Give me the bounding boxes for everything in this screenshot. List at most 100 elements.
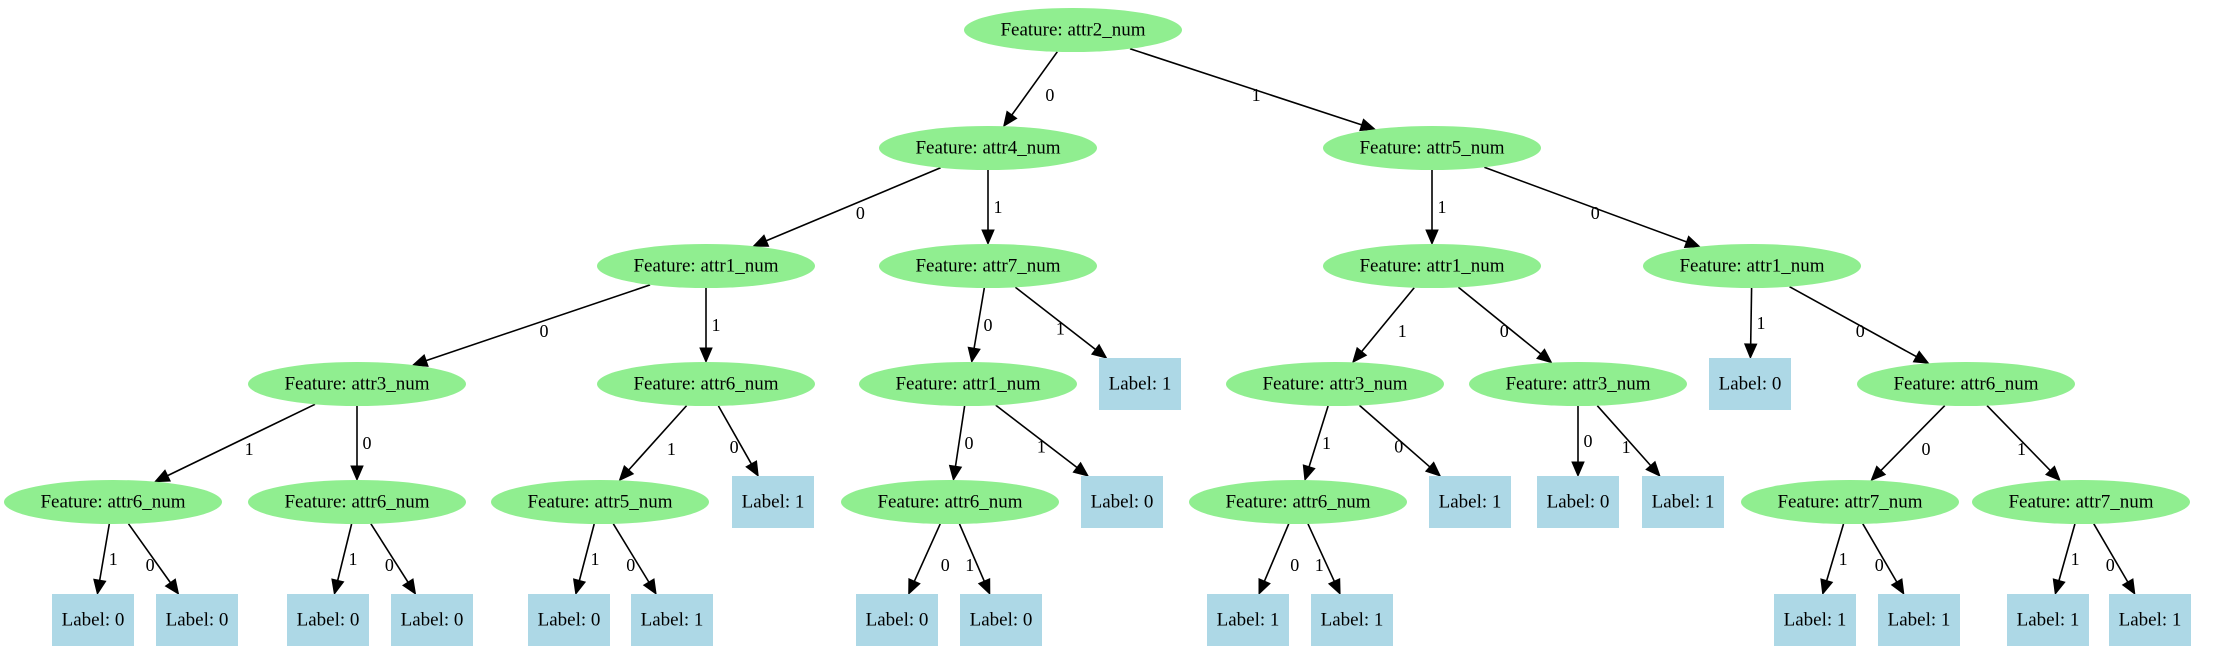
feature-node-label: Feature: attr6_num (877, 492, 1022, 513)
edge-line (2058, 523, 2076, 581)
feature-node-shape (859, 362, 1077, 406)
edge-line (127, 523, 172, 584)
feature-node-shape (491, 480, 709, 524)
leaf-node-label: Label: 0 (1091, 492, 1154, 513)
feature-node: Feature: attr3_num (248, 362, 466, 406)
leaf-node-shape (960, 594, 1042, 646)
feature-node-shape (248, 480, 466, 524)
leaf-node-shape (732, 476, 814, 528)
arrowhead-icon (699, 347, 713, 364)
feature-node-label: Feature: attr6_num (1225, 492, 1370, 513)
leaf-node-shape (528, 594, 610, 646)
tree-edge: 0 (1484, 166, 1701, 249)
leaf-node-shape (1709, 358, 1791, 410)
leaf-node-label: Label: 1 (2017, 610, 2080, 631)
tree-edge: 1 (1307, 523, 1341, 596)
leaf-node-shape (287, 594, 369, 646)
arrowhead-icon (411, 354, 429, 367)
leaf-node: Label: 1 (732, 476, 814, 528)
tree-edge: 1 (331, 523, 358, 596)
feature-node: Feature: attr3_num (1226, 362, 1444, 406)
edge-line (765, 167, 941, 242)
edge-label: 1 (109, 549, 118, 569)
feature-node: Feature: attr4_num (879, 126, 1097, 170)
leaf-node-shape (1878, 594, 1960, 646)
edge-line (1361, 287, 1415, 353)
feature-node: Feature: attr6_num (597, 362, 815, 406)
tree-edge: 1 (1596, 405, 1661, 477)
edge-line (954, 405, 966, 467)
feature-node: Feature: attr5_num (491, 480, 709, 524)
edge-label: 0 (941, 555, 950, 575)
edge-line (1484, 166, 1687, 243)
edge-label: 1 (1056, 319, 1065, 339)
feature-node-label: Feature: attr3_num (284, 374, 429, 395)
feature-node-label: Feature: attr6_num (633, 374, 778, 395)
feature-node-shape (4, 480, 222, 524)
leaf-node-shape (1099, 358, 1181, 410)
arrowhead-icon (1890, 578, 1905, 596)
arrowhead-icon (642, 578, 657, 596)
leaf-node: Label: 1 (1207, 594, 1289, 646)
tree-edge: 1 (699, 288, 721, 364)
edge-line (973, 287, 986, 349)
edge-label: 1 (1839, 549, 1848, 569)
arrowhead-icon (745, 460, 759, 478)
edge-label: 1 (1037, 437, 1046, 457)
edge-label: 1 (1315, 555, 1324, 575)
tree-edge: 1 (572, 523, 600, 596)
arrowhead-icon (1820, 578, 1834, 596)
edge-label: 1 (349, 549, 358, 569)
edge-line (578, 523, 595, 581)
feature-node: Feature: attr6_num (1857, 362, 2075, 406)
leaf-node-label: Label: 1 (641, 610, 704, 631)
arrowhead-icon (164, 578, 180, 596)
edge-line (717, 405, 752, 465)
feature-node-label: Feature: attr6_num (1893, 374, 2038, 395)
leaf-node-label: Label: 1 (1217, 610, 1280, 631)
edge-line (1307, 523, 1336, 582)
edge-label: 1 (1322, 433, 1331, 453)
feature-node-label: Feature: attr1_num (633, 256, 778, 277)
feature-node-label: Feature: attr4_num (915, 138, 1060, 159)
feature-node-shape (1741, 480, 1959, 524)
edge-label: 0 (965, 433, 974, 453)
tree-edge: 0 (127, 523, 180, 596)
arrowhead-icon (2052, 578, 2066, 596)
arrowhead-icon (967, 346, 981, 364)
feature-node: Feature: attr6_num (248, 480, 466, 524)
tree-edge: 0 (1457, 286, 1553, 364)
feature-node-shape (964, 8, 1182, 52)
feature-node-shape (1972, 480, 2190, 524)
edge-label: 0 (385, 555, 394, 575)
edge-label: 0 (146, 555, 155, 575)
edge-label: 1 (712, 315, 721, 335)
tree-edge: 0 (908, 523, 950, 596)
edge-line (995, 404, 1078, 469)
edge-label: 0 (1856, 321, 1865, 341)
leaf-node-label: Label: 0 (62, 610, 125, 631)
arrowhead-icon (2045, 465, 2061, 482)
feature-node-label: Feature: attr2_num (1000, 20, 1145, 41)
feature-node-label: Feature: attr7_num (1777, 492, 1922, 513)
tree-edge: 0 (948, 405, 974, 482)
leaf-node: Label: 0 (287, 594, 369, 646)
leaf-node-shape (631, 594, 713, 646)
edge-label: 1 (2017, 439, 2026, 459)
feature-node-label: Feature: attr1_num (1359, 256, 1504, 277)
edge-label: 0 (856, 203, 865, 223)
edge-line (958, 523, 985, 582)
leaf-node-label: Label: 1 (2119, 610, 2182, 631)
feature-node-label: Feature: attr6_num (40, 492, 185, 513)
edge-label: 1 (994, 197, 1003, 217)
leaf-node: Label: 0 (52, 594, 134, 646)
feature-node-label: Feature: attr1_num (895, 374, 1040, 395)
feature-node: Feature: attr6_num (841, 480, 1059, 524)
leaf-node: Label: 1 (2109, 594, 2191, 646)
edge-line (1011, 51, 1058, 116)
edge-label: 0 (1875, 555, 1884, 575)
edge-label: 0 (730, 437, 739, 457)
tree-edge: 1 (93, 523, 118, 596)
feature-node-label: Feature: attr3_num (1262, 374, 1407, 395)
